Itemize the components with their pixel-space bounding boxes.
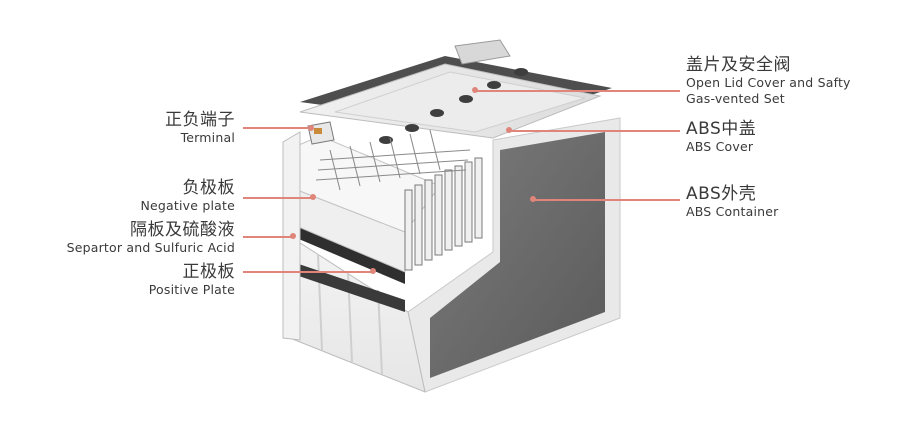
label-terminal: 正负端子 Terminal: [165, 112, 235, 145]
dot-separator: [290, 233, 296, 239]
leader-lid: [475, 90, 680, 92]
leader-negative: [243, 197, 313, 199]
dot-lid: [472, 87, 478, 93]
label-separator: 隔板及硫酸液 Separtor and Sulfuric Acid: [67, 222, 235, 255]
label-negative-zh: 负极板: [182, 178, 235, 198]
label-cover-zh: ABS中盖: [686, 119, 757, 139]
label-lid-zh: 盖片及安全阀: [686, 55, 791, 75]
label-separator-en: Separtor and Sulfuric Acid: [66, 240, 235, 255]
label-container-en: ABS Container: [686, 204, 779, 219]
label-separator-zh: 隔板及硫酸液: [130, 220, 235, 240]
label-cover-en: ABS Cover: [686, 139, 754, 154]
label-positive-en: Positive Plate: [148, 282, 235, 297]
dot-negative: [310, 194, 316, 200]
abs-cover: [299, 39, 612, 144]
label-terminal-en: Terminal: [180, 130, 235, 145]
leader-cover: [510, 130, 680, 132]
leader-container: [533, 199, 680, 201]
label-lid-en: Open Lid Cover and Safty: [686, 75, 851, 90]
label-negative-en: Negative plate: [140, 198, 235, 213]
dot-container: [530, 196, 536, 202]
label-container: ABS外壳 ABS Container: [686, 186, 779, 219]
label-negative: 负极板 Negative plate: [140, 180, 235, 213]
label-container-zh: ABS外壳: [686, 184, 757, 204]
abs-container-side: [407, 117, 621, 393]
label-lid: 盖片及安全阀 Open Lid Cover and Safty Gas-vent…: [686, 57, 851, 105]
dot-terminal: [308, 125, 314, 131]
dot-positive: [370, 268, 376, 274]
leader-terminal: [243, 127, 311, 129]
label-terminal-zh: 正负端子: [165, 110, 235, 130]
label-positive: 正极板 Positive Plate: [149, 264, 235, 297]
dot-cover: [506, 127, 512, 133]
label-cover: ABS中盖 ABS Cover: [686, 121, 756, 154]
leader-separator: [243, 236, 293, 238]
label-positive-zh: 正极板: [182, 262, 235, 282]
label-lid-en2: Gas-vented Set: [686, 90, 785, 106]
leader-positive: [243, 271, 373, 273]
